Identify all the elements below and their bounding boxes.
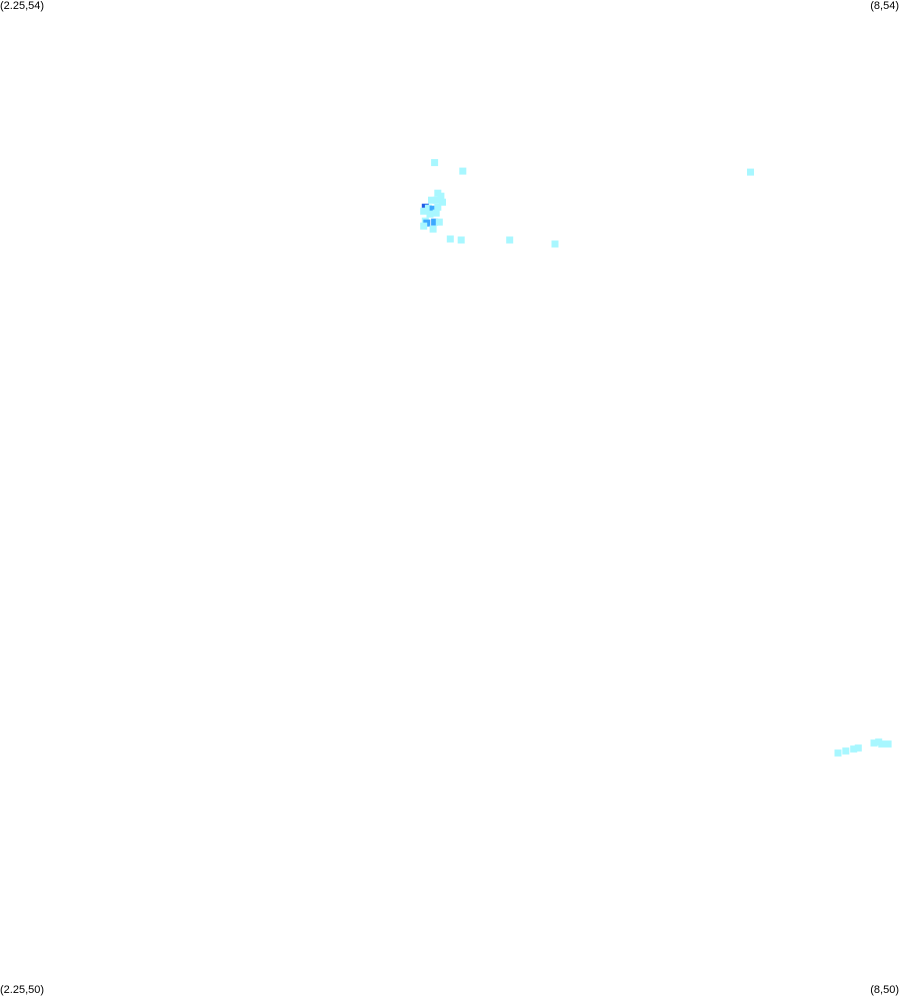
corner-label-top-left: (2.25,54): [0, 0, 45, 12]
density-cell: [446, 235, 454, 243]
density-cell: [435, 218, 443, 226]
density-cell: [437, 192, 445, 200]
corner-label-top-right: (8,54): [870, 0, 899, 12]
density-cell: [434, 203, 442, 211]
density-cell: [428, 196, 435, 204]
density-cell: [854, 744, 862, 752]
density-cell: [551, 240, 559, 248]
density-cell: [884, 740, 892, 748]
density-cell: [420, 222, 428, 230]
corner-label-bottom-right: (8,50): [870, 984, 899, 996]
density-cell: [457, 236, 465, 244]
density-cell: [420, 207, 428, 215]
density-cell: [431, 218, 439, 226]
density-cell: [459, 167, 467, 175]
density-cell: [432, 209, 440, 217]
density-cell: [506, 236, 514, 244]
density-cell: [439, 198, 446, 206]
density-cell: [878, 740, 886, 748]
density-cell: [834, 749, 842, 757]
density-cell: [850, 745, 858, 753]
density-cell: [431, 159, 439, 167]
corner-label-bottom-left: (2.25,50): [0, 984, 45, 996]
density-cell: [747, 168, 754, 176]
density-cell: [429, 225, 437, 233]
density-cell: [426, 210, 434, 218]
density-cell: [432, 196, 440, 204]
density-cell: [870, 739, 878, 747]
density-cell: [429, 205, 437, 213]
density-cell: [842, 747, 850, 755]
density-cell: [424, 204, 432, 212]
